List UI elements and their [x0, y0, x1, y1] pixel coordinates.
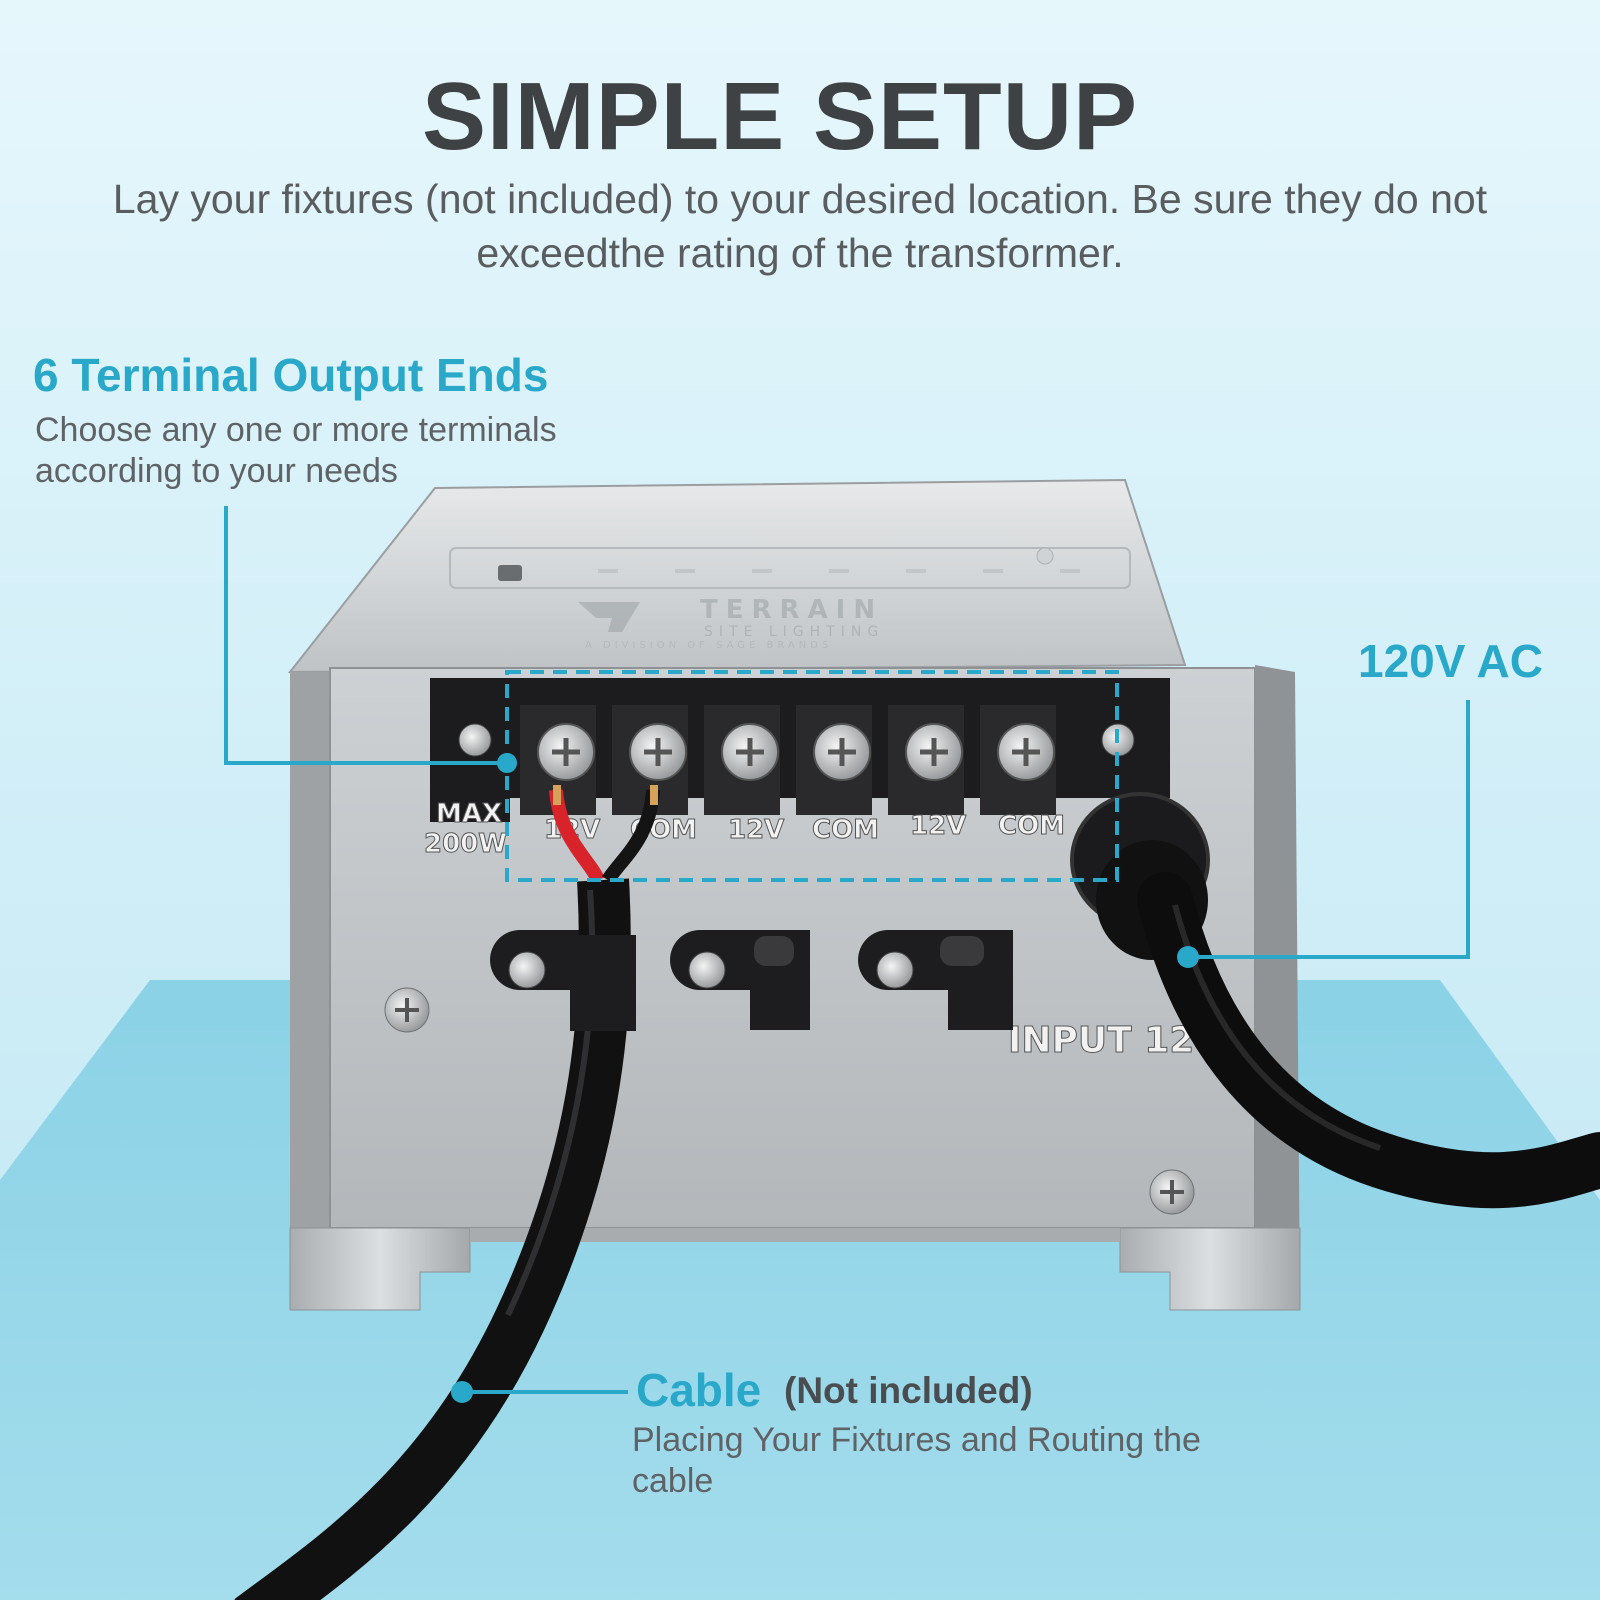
- cable-clamp: [670, 930, 810, 1030]
- terminal-screw: [905, 723, 963, 781]
- ac-input-heading: 120V AC: [1358, 635, 1543, 687]
- svg-text:SITE LIGHTING: SITE LIGHTING: [704, 624, 884, 640]
- svg-text:A DIVISION OF SAGE BRANDS: A DIVISION OF SAGE BRANDS: [585, 640, 832, 651]
- input-voltage-label: INPUT 120: [1008, 1020, 1219, 1061]
- terminal-highlight-box: [505, 670, 1119, 882]
- terminal-label: 12V: [728, 815, 784, 845]
- transformer-top: TERRAIN SITE LIGHTING A DIVISION OF SAGE…: [287, 478, 1187, 674]
- output-cable: [234, 785, 660, 1600]
- terminal-output-heading: 6 Terminal Output Ends: [33, 349, 549, 401]
- panel-screw: [1149, 1169, 1195, 1215]
- max-rating-label: MAX: [436, 799, 502, 829]
- page-title: SIMPLE SETUP: [421, 63, 1139, 170]
- terrain-logo: TERRAIN SITE LIGHTING A DIVISION OF SAGE…: [578, 595, 884, 651]
- max-rating-value: 200W: [424, 829, 507, 859]
- terminal-screw: [629, 723, 687, 781]
- page-subtitle: Lay your fixtures (not included) to your…: [112, 176, 1488, 276]
- power-cord: [1137, 872, 1600, 1209]
- terminal-screw: [813, 723, 871, 781]
- terminal-label: COM: [998, 811, 1065, 841]
- terminal-screw: [537, 723, 595, 781]
- terminal-label: 12V: [910, 811, 966, 841]
- terminal-screw: [997, 723, 1055, 781]
- svg-text:TERRAIN: TERRAIN: [700, 595, 883, 625]
- panel-screw: [384, 987, 430, 1033]
- terminal-screw: [721, 723, 779, 781]
- terminal-block: [430, 678, 1170, 822]
- cable-description: Placing Your Fixtures and Routing the ca…: [632, 1421, 1201, 1500]
- terminal-label: COM: [812, 815, 879, 845]
- cable-clamp: [858, 930, 1013, 1030]
- cable-not-included-note: (Not included): [784, 1370, 1033, 1411]
- cable-heading: Cable: [636, 1364, 762, 1416]
- terminal-output-description: Choose any one or more terminals accordi…: [35, 411, 557, 490]
- callout-lines: [224, 506, 1470, 1403]
